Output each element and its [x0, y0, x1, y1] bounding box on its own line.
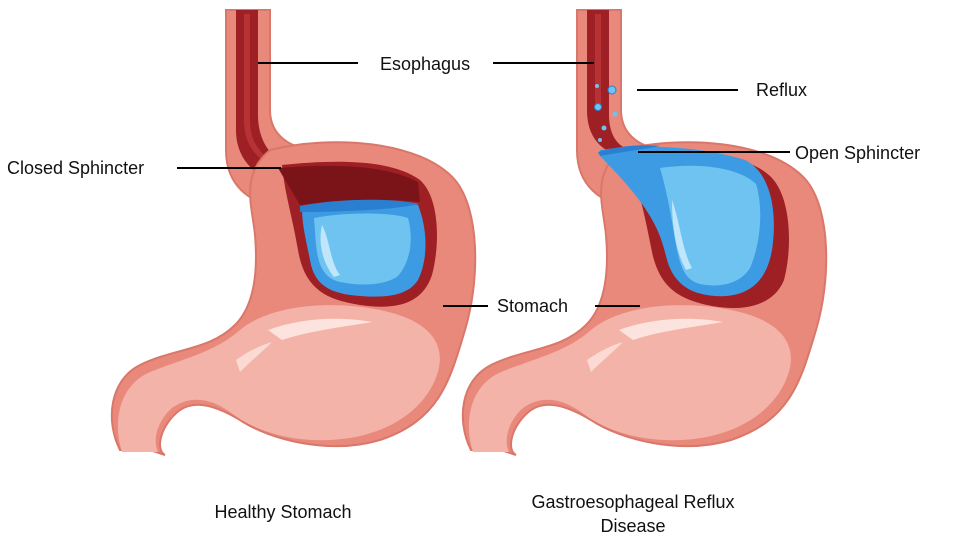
healthy-caption: Healthy Stomach [214, 502, 351, 522]
gerd-esophagus-highlight [595, 14, 601, 110]
gerd-caption-line1: Gastroesophageal Reflux [531, 492, 734, 512]
gerd-stomach-illustration [463, 10, 826, 455]
reflux-label: Reflux [756, 80, 807, 100]
healthy-stomach-illustration [112, 10, 475, 455]
gerd-caption-line2: Disease [600, 516, 665, 536]
esophagus-label: Esophagus [380, 54, 470, 74]
open-sphincter-label: Open Sphincter [795, 143, 920, 163]
stomach-label: Stomach [497, 296, 568, 316]
closed-sphincter-label: Closed Sphincter [7, 158, 144, 178]
